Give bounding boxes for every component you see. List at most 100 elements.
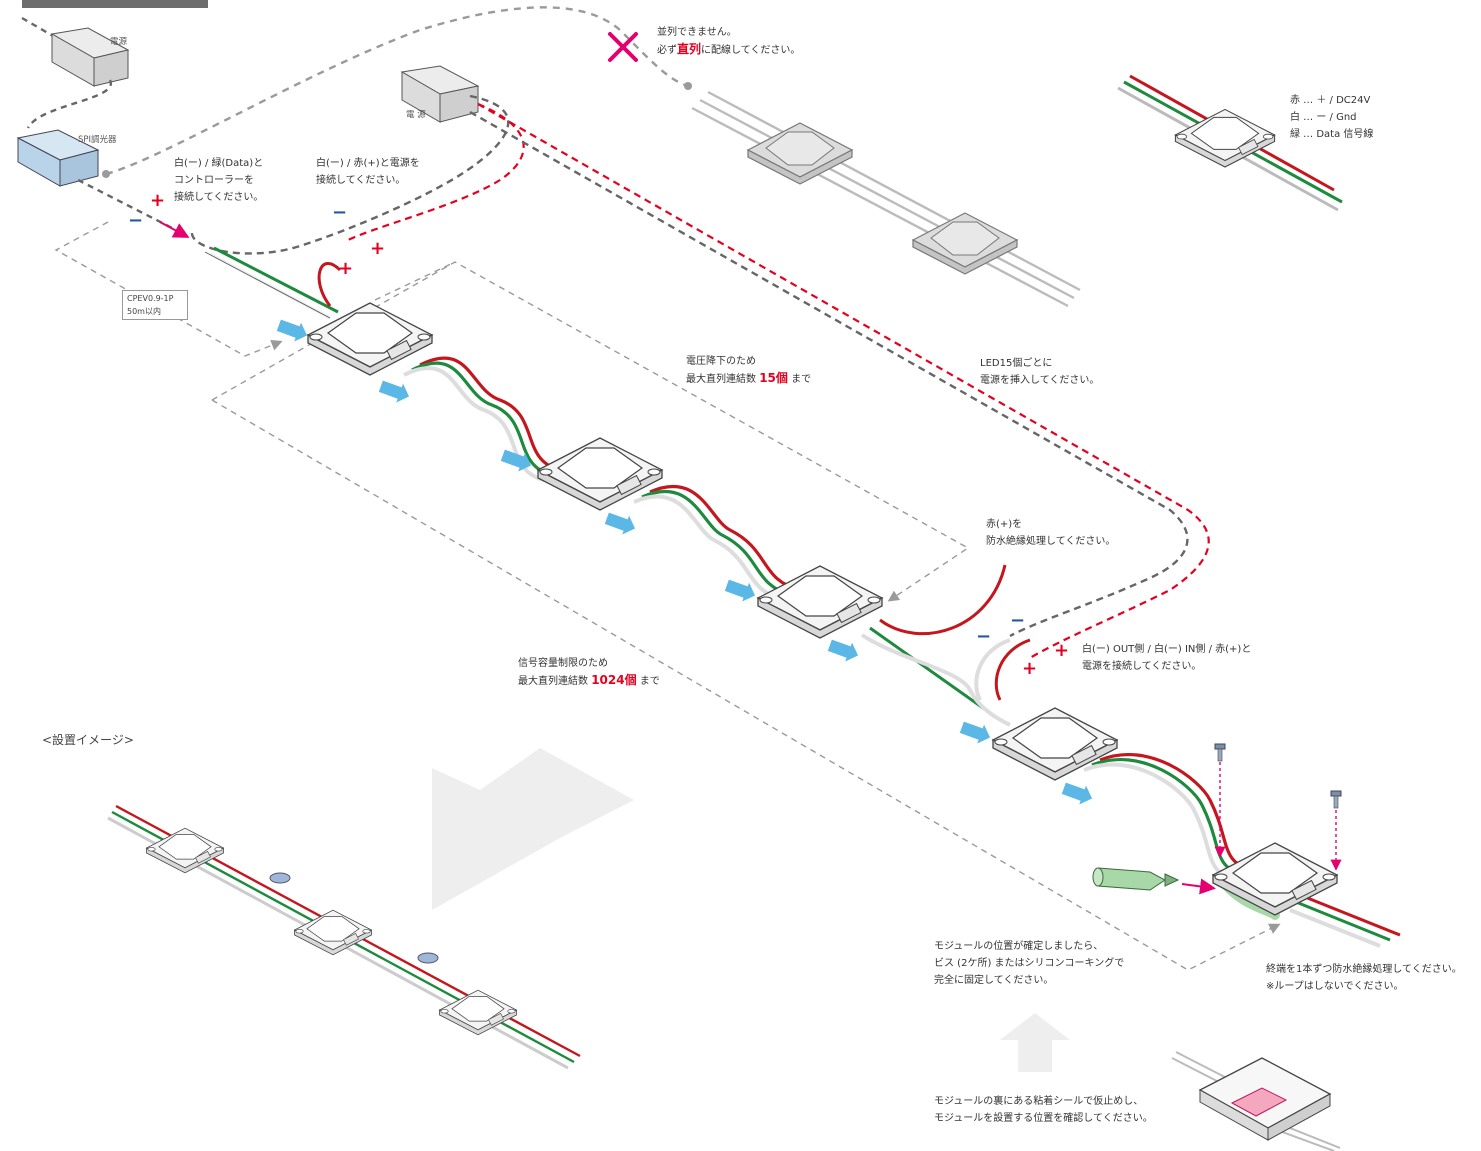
power-supply-mid [400, 65, 480, 123]
plus-sign-mid-1: + [1054, 640, 1070, 661]
red-insulate-line-1: 赤(+)を [986, 519, 1023, 530]
led15-gray-long [469, 110, 1189, 638]
power-spi-lead [26, 79, 112, 129]
down-arrow-icon [432, 748, 634, 910]
out-tag-4 [1060, 778, 1096, 808]
signal-limit-line-1: 信号容量制限のため [518, 658, 608, 669]
connect-controller-line-3: 接続してください。 [174, 192, 264, 203]
spi-output-lead [77, 178, 181, 234]
range-1024-boundary [211, 399, 1281, 971]
minus-sign-mid-2: − [976, 626, 992, 647]
plus-sign-mid-2: + [1022, 658, 1038, 679]
chain-split-wires [860, 564, 1031, 727]
out-in-connect-note: 白(ー) OUT側 / 白(ー) IN側 / 赤(+)と 電源を接続してください… [1082, 641, 1251, 675]
out-tag-3 [826, 635, 862, 665]
parallel-module-1 [747, 122, 853, 185]
module-4 [992, 707, 1118, 781]
power-top-label: 電源 [110, 37, 128, 47]
legend-red: 赤 … ＋ / DC24V [1290, 95, 1371, 106]
minus-sign-power: − [332, 202, 348, 223]
adhesive-line-1: モジュールの裏にある粘着シールで仮止めし、 [934, 1096, 1144, 1107]
terminal-line-2: ※ループはしないでください。 [1266, 981, 1404, 992]
parallel-wires [691, 90, 1081, 308]
spi-controller [16, 129, 100, 187]
terminal-line-1: 終端を1本ずつ防水絶縁処理してください。 [1266, 964, 1462, 975]
adhesive-line-2: モジュールを設置する位置を確認してください。 [934, 1113, 1153, 1124]
legend-white: 白 … ー / Gnd [1290, 112, 1357, 123]
minus-sign-mid-1: − [1010, 610, 1026, 631]
screw-icon [1214, 743, 1226, 762]
parallel-path [105, 6, 689, 176]
led15-note: LED15個ごとに 電源を挿入してください。 [980, 355, 1099, 389]
fix-line-1: モジュールの位置が確定しましたら、 [934, 941, 1104, 952]
connect-controller-line-1: 白(ー) / 緑(Data)と [174, 158, 264, 169]
parallel-warning-line-2: 必ず直列に配線してください。 [657, 42, 801, 56]
legend-green: 緑 … Data 信号線 [1290, 129, 1374, 140]
install-image-title: <設置イメージ> [42, 733, 134, 747]
signal-limit-line-2: 最大直列連結数 1024個 まで [518, 673, 660, 687]
fix-note: モジュールの位置が確定しましたら、 ビス (2ケ所) またはシリコンコーキングで… [934, 938, 1124, 989]
cpev-line-1: CPEV0.9-1P [127, 294, 174, 303]
connect-controller-line-2: コントローラーを [174, 175, 254, 186]
cpev-line-2: 50m以内 [127, 307, 161, 316]
mid-power-gray-loop [190, 94, 510, 255]
connect-power-note: 白(ー) / 赤(+)と電源を 接続してください。 [316, 155, 420, 189]
range-15-top [374, 261, 456, 301]
parallel-warning-note: 並列できません。 必ず直列に配線してください。 [657, 24, 800, 59]
install-module-3 [439, 989, 517, 1036]
range-15-boundary [211, 261, 970, 602]
voltage-drop-line-2: 最大直列連結数 15個 まで [686, 371, 812, 385]
install-clip-2 [417, 952, 439, 964]
cpev-boundary [54, 221, 283, 357]
screw-icon [1330, 790, 1342, 809]
silicone-arrow [1181, 878, 1216, 895]
out-tag-2 [603, 508, 639, 538]
in-tag-1 [275, 315, 311, 345]
minus-sign-spi: − [128, 210, 144, 231]
cpev-cable-box: CPEV0.9-1P 50m以内 [122, 290, 188, 320]
fix-line-3: 完全に固定してください。 [934, 975, 1054, 986]
spi-label: SPI調光器 [78, 135, 117, 145]
led15-red-long [477, 103, 1210, 659]
mid-power-red-loop [347, 102, 525, 241]
plus-sign-spi: + [150, 190, 166, 211]
parallel-warning-line-1: 並列できません。 [657, 27, 737, 38]
fix-line-2: ビス (2ケ所) またはシリコンコーキングで [934, 958, 1125, 969]
connect-controller-note: 白(ー) / 緑(Data)と コントローラーを 接続してください。 [174, 155, 263, 206]
spi-red-arrow [159, 221, 190, 238]
connect-power-line-2: 接続してください。 [316, 175, 406, 186]
signal-limit-note: 信号容量制限のため 最大直列連結数 1024個 まで [518, 655, 660, 690]
module-5 [1212, 842, 1338, 916]
out-tag-1 [377, 376, 413, 406]
chain-end-wires [1289, 893, 1401, 948]
connect-power-line-1: 白(ー) / 赤(+)と電源を [316, 158, 420, 169]
chain-wave-3 [1083, 753, 1251, 882]
red-insulate-note: 赤(+)を 防水絶縁処理してください。 [986, 516, 1115, 550]
voltage-drop-note: 電圧降下のため 最大直列連結数 15個 まで [686, 353, 811, 388]
voltage-drop-line-1: 電圧降下のため [686, 356, 756, 367]
wire-legend: 赤 … ＋ / DC24V 白 … ー / Gnd 緑 … Data 信号線 [1290, 92, 1373, 143]
chain-wave-1 [403, 356, 561, 482]
power-mid-label: 電 源 [406, 110, 426, 120]
plus-sign-power-1: + [370, 238, 386, 259]
power-supply-top [50, 27, 130, 87]
parallel-cross-icon [608, 32, 638, 62]
chain-wave-2 [633, 484, 801, 602]
chain-start-wires [204, 246, 342, 320]
parallel-dot-start [102, 170, 110, 178]
terminal-note: 終端を1本ずつ防水絶縁処理してください。 ※ループはしないでください。 [1266, 961, 1462, 995]
module-1 [307, 302, 433, 376]
red-insulate-line-2: 防水絶縁処理してください。 [986, 536, 1116, 547]
install-clip-1 [269, 872, 291, 884]
led15-line-2: 電源を挿入してください。 [980, 375, 1100, 386]
out-in-line-1: 白(ー) OUT側 / 白(ー) IN側 / 赤(+)と [1082, 644, 1252, 655]
silicone-tube-icon [1092, 867, 1180, 891]
in-tag-4 [958, 717, 994, 747]
up-arrow-icon [1000, 1013, 1070, 1072]
led15-line-1: LED15個ごとに [980, 358, 1053, 369]
parallel-dot-end [684, 82, 692, 90]
plus-sign-power-2: + [338, 258, 354, 279]
adhesive-note: モジュールの裏にある粘着シールで仮止めし、 モジュールを設置する位置を確認してく… [934, 1093, 1153, 1127]
module-back [1171, 1051, 1341, 1151]
